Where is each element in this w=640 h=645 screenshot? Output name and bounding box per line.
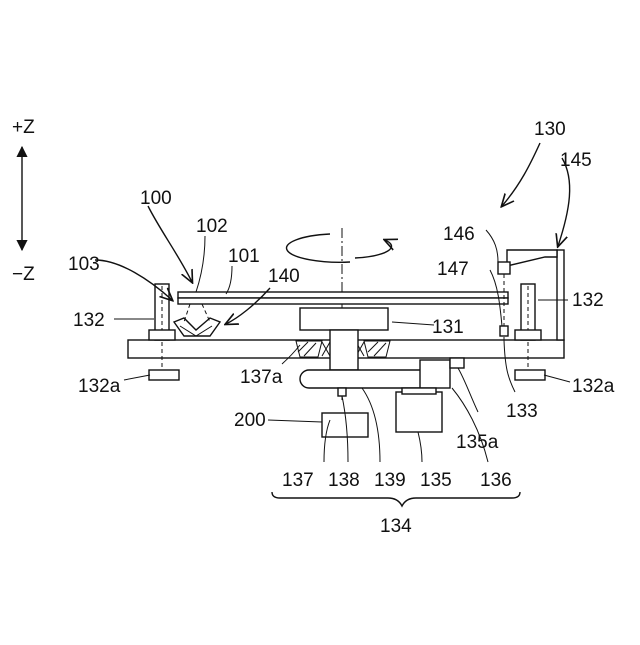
label-145: 145: [560, 150, 592, 171]
label-133: 133: [506, 401, 538, 422]
label-103: 103: [68, 254, 100, 275]
label-100: 100: [140, 188, 172, 209]
label-135a: 135a: [456, 432, 499, 453]
sensor-receiver: [500, 326, 508, 336]
label-102: 102: [196, 216, 228, 237]
rotation-arc: [286, 234, 350, 262]
label-132a-right: 132a: [572, 376, 615, 397]
right-pin-collar: [515, 330, 541, 340]
nozzle-device: [174, 304, 220, 336]
label-134: 134: [380, 516, 412, 537]
substrate-top: [178, 292, 508, 298]
sensor-head: [498, 262, 510, 274]
label-132a-left: 132a: [78, 376, 121, 397]
label-136: 136: [480, 470, 512, 491]
z-minus-label: −Z: [12, 264, 35, 285]
label-130: 130: [534, 119, 566, 140]
belt: [300, 370, 440, 388]
z-plus-label: +Z: [12, 117, 35, 138]
spindle-shaft: [330, 330, 358, 370]
label-135: 135: [420, 470, 452, 491]
label-131: 131: [432, 317, 464, 338]
right-foot: [515, 370, 545, 380]
spindle-hub: [300, 308, 388, 330]
label-132-left: 132: [73, 310, 105, 331]
label-200: 200: [234, 410, 266, 431]
z-axis-indicator: +Z −Z: [12, 117, 35, 285]
rotation-arc-head: [355, 240, 392, 258]
left-foot: [149, 370, 179, 380]
label-138: 138: [328, 470, 360, 491]
label-139: 139: [374, 470, 406, 491]
left-pin-collar: [149, 330, 175, 340]
drive-unit: [300, 358, 464, 437]
label-137a: 137a: [240, 367, 283, 388]
label-101: 101: [228, 246, 260, 267]
label-132-right: 132: [572, 290, 604, 311]
substrate-bottom: [178, 298, 508, 304]
group-brace: [272, 492, 520, 506]
motor-135: [396, 392, 442, 432]
label-147: 147: [437, 259, 469, 280]
label-146: 146: [443, 224, 475, 245]
label-137: 137: [282, 470, 314, 491]
label-140: 140: [268, 266, 300, 287]
